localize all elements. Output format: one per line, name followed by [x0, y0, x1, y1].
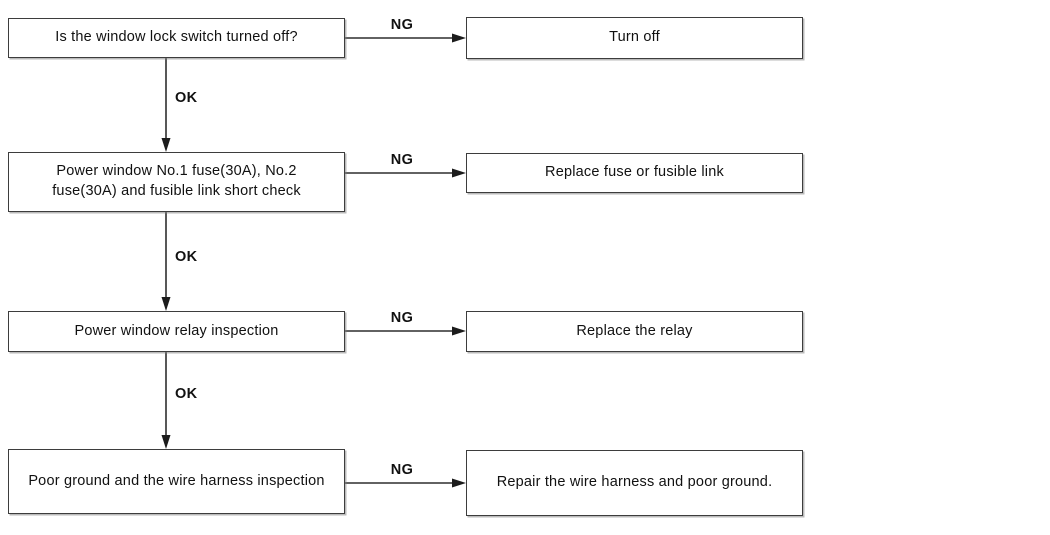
action-box-3-label: Replace the relay — [576, 322, 693, 339]
ok-arrow-1 — [161, 58, 171, 152]
check-box-1-label: Is the window lock switch turned off? — [55, 29, 298, 46]
ng-arrow-1 — [345, 33, 466, 43]
check-box-4-label: Poor ground and the wire harness inspect… — [28, 472, 325, 489]
action-box-4: Repair the wire harness and poor ground. — [466, 450, 803, 516]
action-box-2-label: Replace fuse or fusible link — [545, 164, 724, 181]
ng-label-1: NG — [390, 17, 414, 33]
ng-label-2: NG — [390, 152, 414, 168]
ng-label-3: NG — [390, 310, 414, 326]
ok-arrow-2 — [161, 212, 171, 311]
action-box-2: Replace fuse or fusible link — [466, 153, 803, 193]
ng-label-4: NG — [390, 462, 414, 478]
action-box-1: Turn off — [466, 17, 803, 59]
check-box-3: Power window relay inspection — [8, 311, 345, 352]
ng-arrow-4 — [345, 478, 466, 488]
ok-arrow-3 — [161, 352, 171, 449]
action-box-4-label: Repair the wire harness and poor ground. — [496, 474, 773, 491]
ng-arrow-2 — [345, 168, 466, 178]
action-box-1-label: Turn off — [609, 29, 660, 46]
check-box-1: Is the window lock switch turned off? — [8, 18, 345, 58]
ok-label-3: OK — [175, 386, 198, 402]
ok-label-2: OK — [175, 249, 198, 265]
ng-arrow-3 — [345, 326, 466, 336]
check-box-2: Power window No.1 fuse(30A), No.2 fuse(3… — [8, 152, 345, 212]
check-box-4: Poor ground and the wire harness inspect… — [8, 449, 345, 514]
ok-label-1: OK — [175, 90, 198, 106]
check-box-2-label: Power window No.1 fuse(30A), No.2 fuse(3… — [52, 163, 301, 199]
check-box-3-label: Power window relay inspection — [74, 322, 279, 339]
action-box-3: Replace the relay — [466, 311, 803, 352]
